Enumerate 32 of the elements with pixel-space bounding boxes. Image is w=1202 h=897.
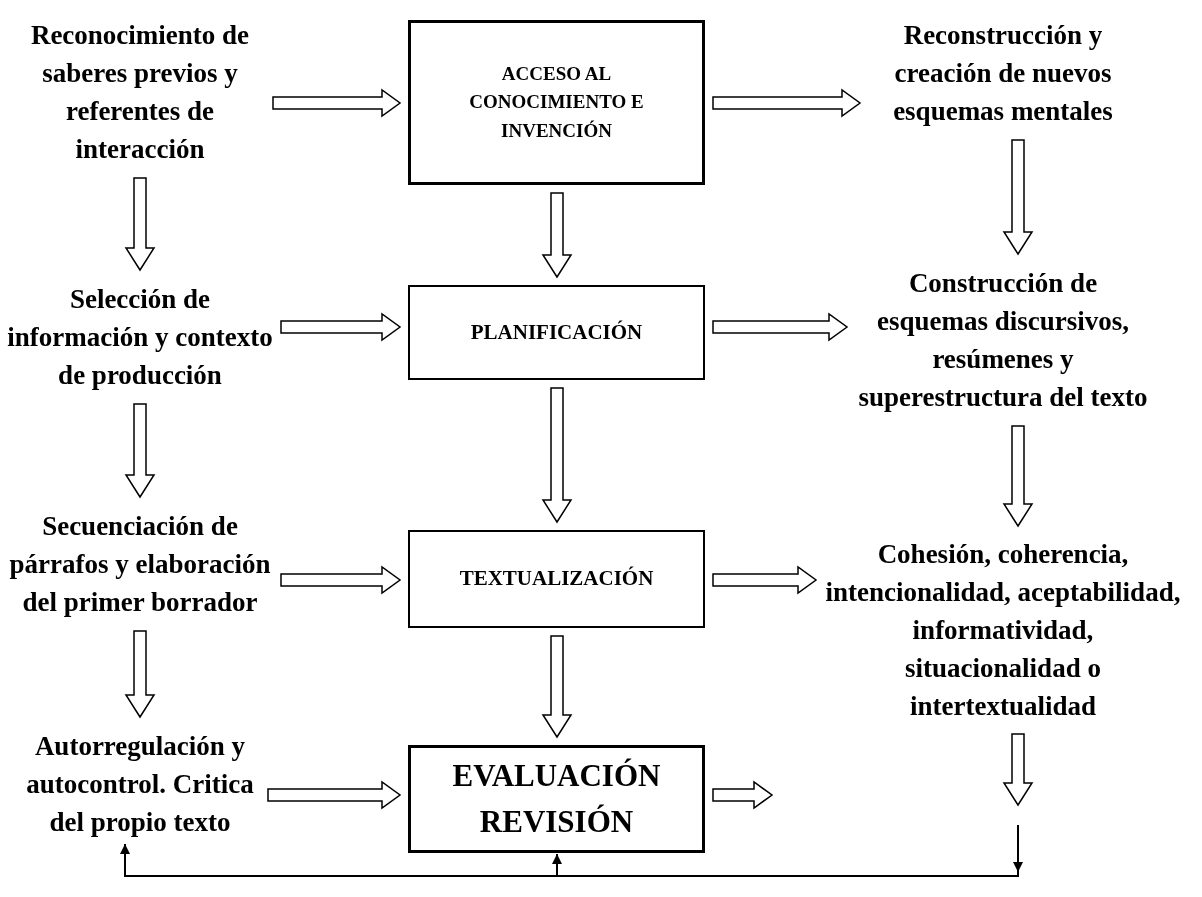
block-arrow [541, 387, 573, 524]
box-title: PLANIFICACIÓN [470, 318, 643, 346]
box-title: ACCESO AL CONOCIMIENTO E INVENCIÓN [468, 61, 645, 143]
block-arrow [541, 635, 573, 739]
block-arrow [272, 88, 402, 118]
process-box [408, 20, 705, 185]
process-box [408, 285, 705, 380]
process-box [408, 530, 705, 628]
block-arrow [712, 88, 862, 118]
block-arrow [1002, 425, 1034, 528]
step-text: Cohesión, coherencia, intencionalidad, aceptabilidad, informatividad, situacionalidad o intertextualidad [824, 538, 1182, 723]
process-box [408, 745, 705, 853]
block-arrow [280, 565, 402, 595]
block-arrow [267, 780, 402, 810]
block-arrow [541, 192, 573, 279]
step-text: Construcción de esquemas discursivos, resúmenes y superestructura del texto [857, 267, 1149, 414]
step-text: Reconstrucción y creación de nuevos esquemas mentales [892, 19, 1114, 128]
block-arrow [1002, 733, 1034, 807]
block-arrow [712, 565, 818, 595]
box-title: TEXTUALIZACIÓN [459, 565, 654, 593]
step-text: Autorregulación y autocontrol. Critica del propio texto [25, 730, 255, 839]
block-arrow [280, 312, 402, 342]
block-arrow [712, 312, 849, 342]
block-arrow [1002, 139, 1034, 256]
step-text: Secuenciación de párrafos y elaboración del primer borrador [8, 510, 272, 619]
step-text: Reconocimiento de saberes previos y referentes de interacción [29, 19, 251, 166]
step-text: Selección de información y contexto de producción [7, 283, 273, 392]
block-arrow [124, 177, 156, 272]
block-arrow [124, 403, 156, 499]
block-arrow [124, 630, 156, 719]
box-title: EVALUACIÓN REVISIÓN [451, 756, 662, 841]
block-arrow [712, 780, 774, 810]
